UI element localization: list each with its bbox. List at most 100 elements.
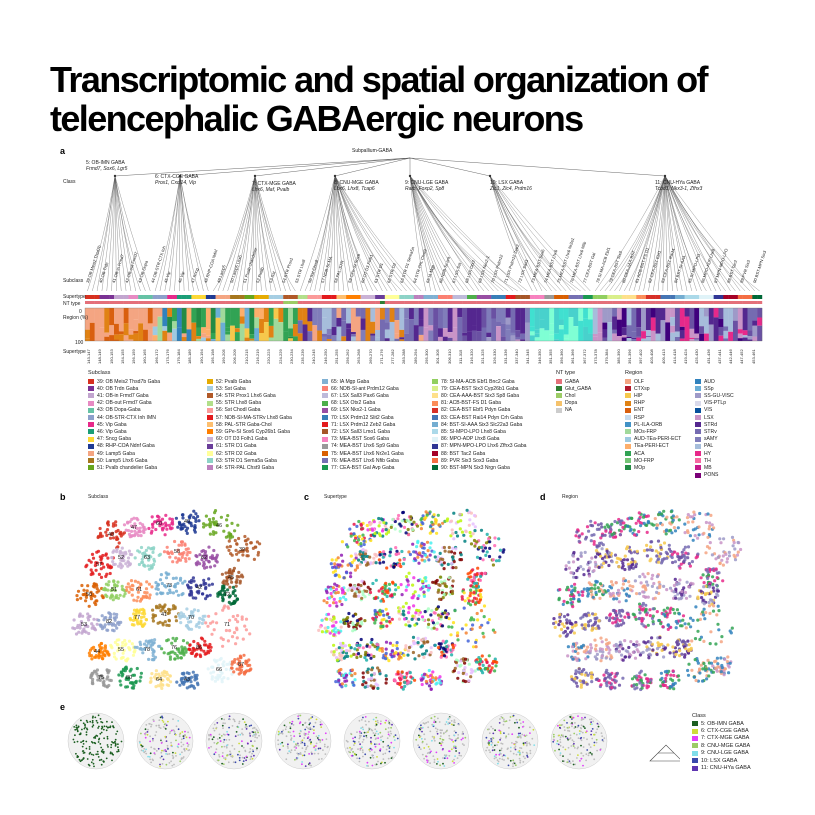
legend-swatch [695,458,701,464]
region-bar-segment [341,308,347,321]
umap-point [665,552,669,556]
umap-point [198,553,202,557]
umap-point [449,586,453,590]
umap-point [97,572,101,576]
legend-swatch [625,400,631,406]
supertype-color-cell [220,295,226,299]
tree-branch [242,175,256,292]
supertype-color-cell [350,295,356,299]
umap-point [384,581,388,585]
umap-supertype [317,508,506,691]
supertype-color-cell [631,295,637,299]
region-bar-segment [616,336,622,341]
umap-point [234,584,238,588]
umap-point [377,589,381,593]
legend-item: sAMY [695,436,718,443]
supertype-color-cell [259,295,265,299]
umap-point [167,623,171,628]
umap-point [607,641,611,645]
umap-point [450,555,455,559]
umap-point [476,566,480,570]
umap-point [621,658,625,662]
umap-point [579,565,583,569]
legend-item: 64: STR-PAL Chst9 Gaba [207,464,274,471]
umap-point [92,645,96,649]
legend-swatch [556,407,562,413]
tree-root-label: Subpallium-GABA [352,148,393,154]
region-bar-segment [587,319,593,334]
region-bar-segment [133,308,139,320]
umap-point [317,628,321,632]
umap-point [405,518,409,523]
umap-point [566,585,570,589]
supertype-color-cell [670,295,676,299]
region-bar-segment [249,338,255,341]
umap-point [447,550,451,554]
umap-point [76,589,81,593]
supertype-color-cell [641,295,647,299]
nt-type-cell [278,301,284,304]
umap-point [381,560,386,564]
supertype-color-cell [408,295,415,299]
umap-point [710,523,714,527]
legend-label: 68: LSX Otx2 Gaba [331,400,376,407]
umap-point [421,652,425,656]
umap-point [711,575,715,579]
umap-point [470,627,474,631]
legend-swatch [207,436,213,442]
row-label-supertype-bottom: Supertype [63,349,86,355]
umap-point [169,650,173,654]
umap-point [611,583,615,587]
umap-point [115,626,119,630]
umap-point [600,547,604,551]
umap-point [610,532,614,537]
umap-point [381,609,385,613]
umap-point [208,520,212,524]
umap-point [147,558,151,562]
supertype-color-cell [732,295,739,299]
umap-point [192,647,196,651]
umap-point [389,652,393,657]
region-bar-segment [104,336,110,341]
umap-point [162,550,167,554]
region-bar-segment [636,336,642,338]
nt-type-cell [239,301,245,304]
umap-point [193,678,197,682]
umap-point [639,581,643,585]
umap-point [139,675,143,679]
supertype-color-cell [355,295,361,299]
umap-point [702,607,706,611]
umap-point [216,594,220,598]
umap-point [222,579,226,583]
umap-point [374,561,378,565]
legend-item: 55: STR Lhx8 Gaba [207,400,261,407]
umap-point [659,552,663,556]
region-bar-segment [520,339,526,341]
umap-point [180,645,184,649]
umap-point [341,641,345,645]
legend-label: ENT [634,407,645,414]
supertype-range-label: 195-198 [209,349,215,364]
umap-point [447,625,451,629]
umap-point [220,680,224,684]
umap-point [604,638,608,642]
region-bar-segment [85,329,91,339]
umap-point [604,616,609,620]
umap-point [123,550,128,554]
umap-point [146,564,150,568]
umap-point [210,665,214,669]
region-bar-segment [254,328,260,341]
umap-point [207,583,211,587]
umap-point [608,616,612,620]
umap-point [411,635,416,639]
umap-point [395,647,399,651]
legend-label: PL-ILA-ORB [634,421,663,428]
region-bar-segment [225,331,231,335]
umap-point [240,617,244,621]
region-bar-segment [563,334,569,339]
umap-point [423,559,427,563]
umap-point [683,590,688,595]
umap-point [459,558,464,562]
umap-point [589,519,593,523]
region-bar-segment [268,337,274,341]
